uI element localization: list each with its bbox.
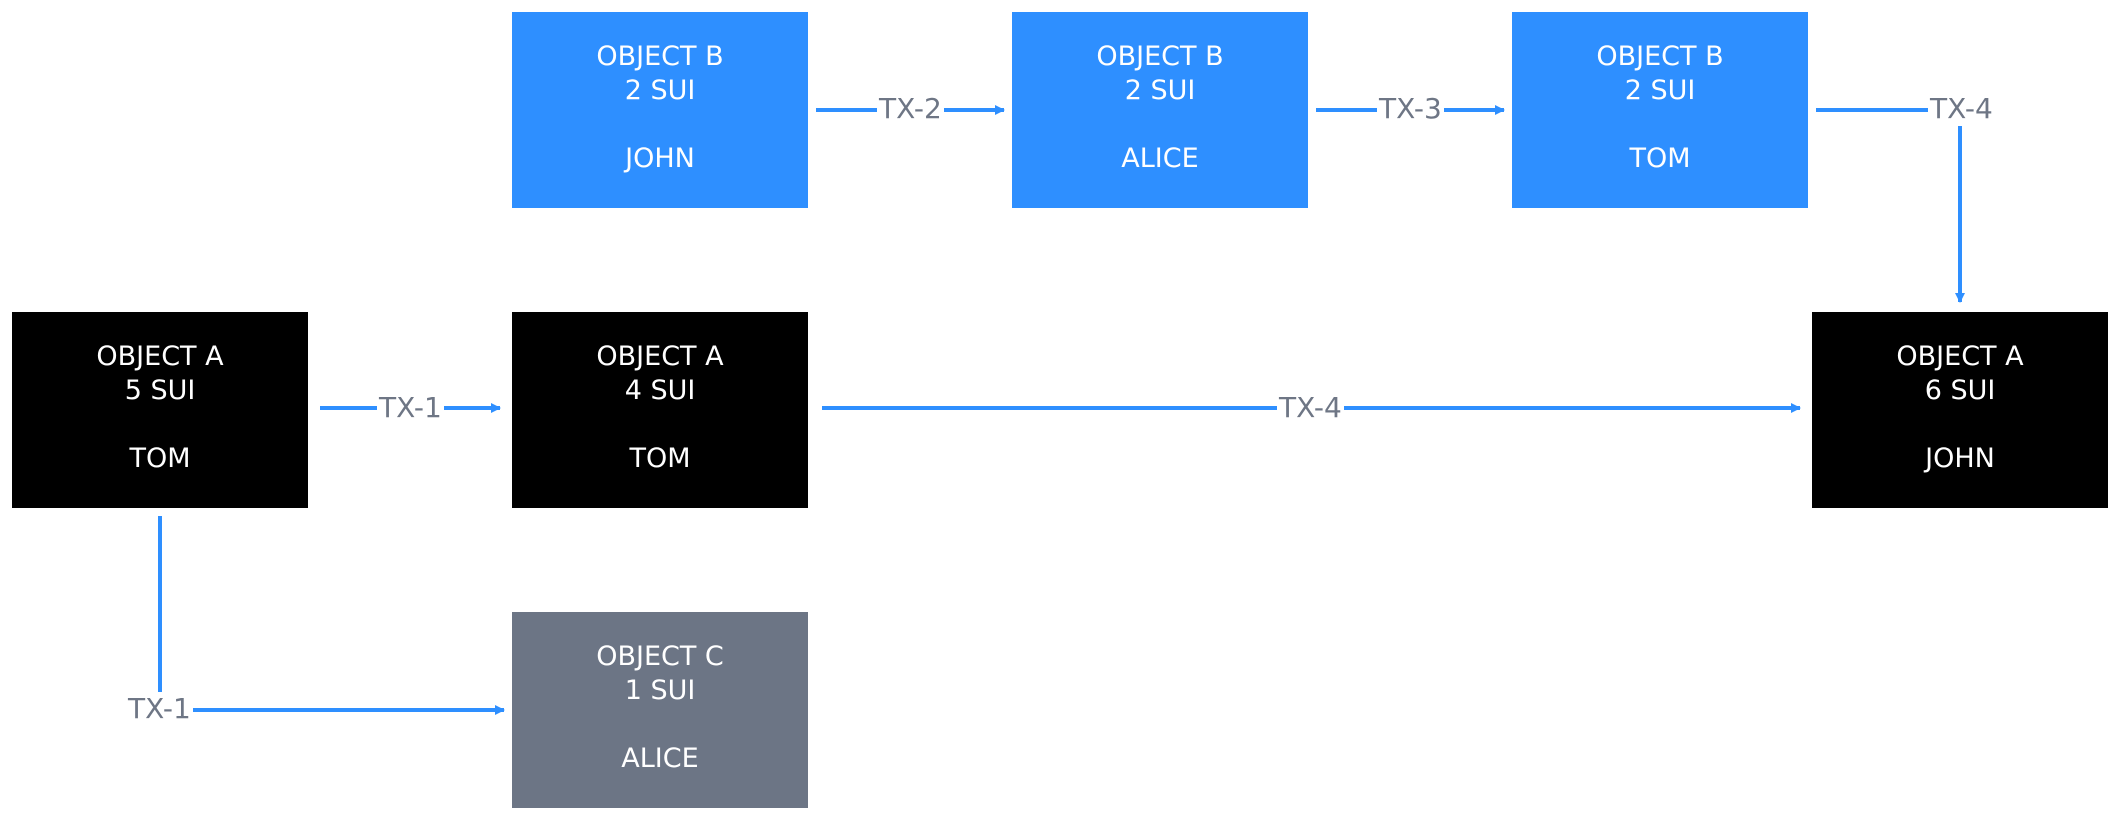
edge-b-tom-to-a-john — [1816, 108, 1965, 303]
node-object-b-tom: OBJECT B 2 SUI TOM — [1512, 12, 1808, 208]
node-owner: TOM — [1629, 143, 1691, 174]
edge-label-tx2: TX-2 — [877, 92, 944, 126]
node-title: OBJECT A — [596, 341, 724, 372]
node-object-b-john: OBJECT B 2 SUI JOHN — [512, 12, 808, 208]
node-object-a-john-6: OBJECT A 6 SUI JOHN — [1812, 312, 2108, 508]
edge-a-tom5-to-c-alice — [158, 516, 505, 715]
node-owner: ALICE — [1121, 143, 1199, 174]
node-owner: TOM — [129, 443, 191, 474]
node-amount: 4 SUI — [624, 375, 696, 406]
node-owner: ALICE — [621, 743, 699, 774]
node-title: OBJECT A — [1896, 341, 2024, 372]
node-owner: JOHN — [625, 143, 695, 174]
node-title: OBJECT C — [596, 641, 724, 672]
node-object-a-tom-4: OBJECT A 4 SUI TOM — [512, 312, 808, 508]
node-title: OBJECT A — [96, 341, 224, 372]
node-amount: 2 SUI — [624, 75, 696, 106]
node-amount: 1 SUI — [624, 675, 696, 706]
node-owner: JOHN — [1925, 443, 1995, 474]
edge-label-tx1-middle: TX-1 — [377, 391, 444, 425]
node-title: OBJECT B — [1596, 41, 1724, 72]
node-amount: 2 SUI — [1124, 75, 1196, 106]
edge-label-tx1-bottom: TX-1 — [126, 692, 193, 726]
node-owner: TOM — [629, 443, 691, 474]
edge-label-tx3: TX-3 — [1377, 92, 1444, 126]
node-title: OBJECT B — [596, 41, 724, 72]
node-amount: 6 SUI — [1924, 375, 1996, 406]
node-amount: 2 SUI — [1624, 75, 1696, 106]
node-object-c-alice: OBJECT C 1 SUI ALICE — [512, 612, 808, 808]
node-title: OBJECT B — [1096, 41, 1224, 72]
edge-label-tx4-middle: TX-4 — [1277, 391, 1344, 425]
node-amount: 5 SUI — [124, 375, 196, 406]
node-object-b-alice: OBJECT B 2 SUI ALICE — [1012, 12, 1308, 208]
edge-label-tx4-top: TX-4 — [1928, 92, 1995, 126]
node-object-a-tom-5: OBJECT A 5 SUI TOM — [12, 312, 308, 508]
